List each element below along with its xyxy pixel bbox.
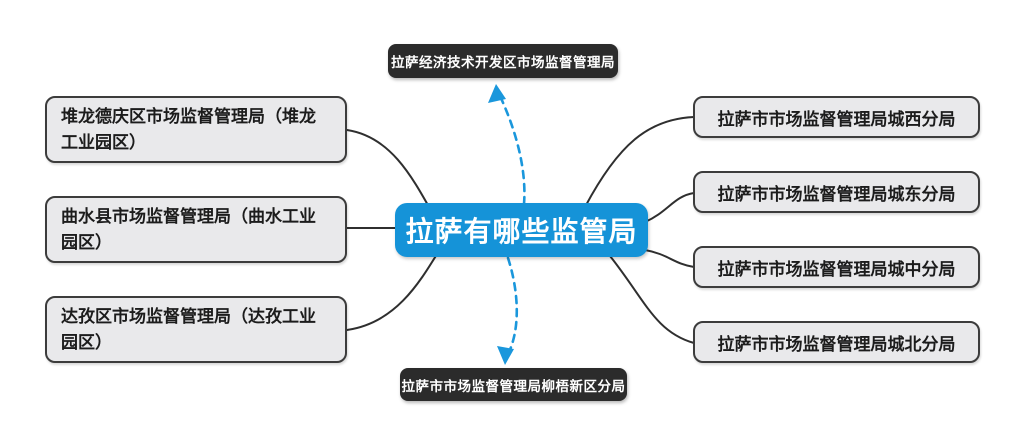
branch-node-duilongdeqing[interactable]: 堆龙德庆区市场监督管理局（堆龙 工业园区） (45, 96, 347, 163)
branch-label: 堆龙德庆区市场监督管理局（堆龙 工业园区） (61, 107, 316, 152)
branch-label: 曲水县市场监督管理局（曲水工业 园区） (61, 207, 316, 252)
dashed-arrow-down (506, 256, 519, 354)
branch-node-liuwu[interactable]: 拉萨市市场监督管理局柳梧新区分局 (400, 368, 627, 401)
connector-right-3 (644, 249, 695, 268)
dashed-arrow-down-head-icon (497, 346, 514, 365)
branch-node-chengzhong[interactable]: 拉萨市市场监督管理局城中分局 (693, 246, 980, 288)
branch-node-chengxi[interactable]: 拉萨市市场监督管理局城西分局 (693, 96, 980, 138)
branch-label: 拉萨市市场监督管理局城西分局 (717, 109, 956, 129)
branch-node-dazi[interactable]: 达孜区市场监督管理局（达孜工业 园区） (45, 296, 347, 363)
connector-right-2 (644, 192, 695, 223)
branch-label: 拉萨市市场监督管理局城中分局 (717, 259, 956, 279)
branch-node-economic-zone[interactable]: 拉萨经济技术开发区市场监督管理局 (388, 44, 618, 78)
branch-label: 达孜区市场监督管理局（达孜工业 园区） (61, 307, 316, 352)
connector-right-4 (609, 255, 695, 344)
branch-label: 拉萨市市场监督管理局城北分局 (717, 334, 956, 354)
connector-right-1 (584, 116, 695, 208)
dashed-arrow-up-head-icon (488, 84, 506, 103)
branch-node-qushui[interactable]: 曲水县市场监督管理局（曲水工业 园区） (45, 196, 347, 263)
center-topic-label: 拉萨有哪些监管局 (405, 216, 638, 247)
branch-label: 拉萨经济技术开发区市场监督管理局 (391, 55, 615, 70)
branch-label: 拉萨市市场监督管理局城东分局 (717, 184, 956, 204)
center-topic-node[interactable]: 拉萨有哪些监管局 (395, 203, 648, 257)
branch-node-chengdong[interactable]: 拉萨市市场监督管理局城东分局 (693, 171, 980, 213)
branch-label: 拉萨市市场监督管理局柳梧新区分局 (401, 378, 626, 394)
branch-node-chengbei[interactable]: 拉萨市市场监督管理局城北分局 (693, 321, 980, 363)
dashed-arrow-up (498, 94, 526, 206)
